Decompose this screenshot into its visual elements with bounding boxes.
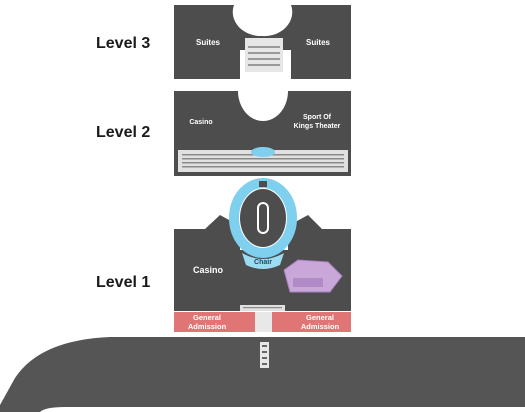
finish-line-marker: [260, 342, 269, 368]
level-1-label: Level 1: [96, 274, 150, 291]
level-3-block: Suites Suites: [174, 5, 351, 79]
level-1-block: Chair Casino General Admission General A…: [174, 178, 351, 332]
chair-section[interactable]: [242, 253, 284, 269]
level-2-label: Level 2: [96, 124, 150, 141]
level-2-theater-line-2[interactable]: Kings Theater: [294, 123, 341, 130]
general-admission-divider: [255, 312, 272, 332]
level-2-casino[interactable]: Casino: [189, 119, 212, 126]
paddock-gap-top: [259, 181, 267, 187]
level-1-seat-strip-rows: [243, 307, 282, 309]
level-2-theater-line-1[interactable]: Sport Of: [303, 114, 332, 121]
level-3-suites-right[interactable]: Suites: [306, 38, 331, 47]
level-3-label: Level 3: [96, 35, 150, 52]
general-admission-right[interactable]: [272, 312, 351, 332]
level-3-suites-left[interactable]: Suites: [196, 38, 221, 47]
level-2-box-seats[interactable]: [251, 147, 275, 157]
chair-section-label: Chair: [254, 259, 272, 266]
ga-right-line-2: Admission: [301, 322, 340, 331]
track-surface: [0, 337, 525, 412]
finish-line-ticks: [262, 345, 267, 365]
general-admission-left[interactable]: [174, 312, 255, 332]
level-2-block: Casino Sport Of Kings Theater: [174, 91, 351, 176]
level-3-seating[interactable]: [245, 38, 283, 72]
level-1-casino[interactable]: Casino: [193, 265, 224, 275]
level-3-seat-rows: [248, 46, 280, 66]
race-track: [0, 337, 525, 412]
ga-left-line-2: Admission: [188, 322, 227, 331]
paddock-ring: [229, 178, 297, 258]
level-1-theater-floor[interactable]: [293, 278, 323, 287]
paddock-infield: [240, 189, 286, 247]
ga-left-line-1: General: [193, 313, 221, 322]
paddock-oval-track: [257, 202, 269, 234]
ga-right-line-1: General: [306, 313, 334, 322]
